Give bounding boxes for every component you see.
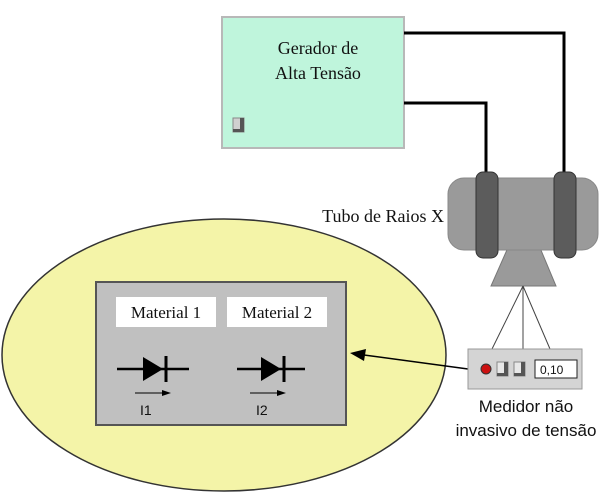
diode-icon <box>117 356 189 382</box>
tube-label: Tubo de Raios X <box>322 206 444 226</box>
meter-to-panel-arrow <box>350 349 469 370</box>
generator-box <box>221 16 405 149</box>
diode-icon <box>237 356 305 382</box>
material-1-label-box <box>116 297 216 327</box>
material-1-current-label: I1 <box>140 402 152 418</box>
generator-label-line1: Gerador de <box>278 38 358 58</box>
meter-button-2[interactable] <box>513 361 526 377</box>
meter-label-line2: invasivo de tensão <box>456 421 597 440</box>
current-arrow-icon <box>250 390 286 396</box>
material-1-label: Material 1 <box>131 303 201 322</box>
meter-led-icon <box>480 363 492 375</box>
material-detail: Material 1 I1 Material 2 <box>1 218 447 492</box>
wire-bottom <box>404 101 488 178</box>
material-2-label-box <box>227 297 327 327</box>
material-1: Material 1 I1 <box>116 297 216 418</box>
voltage-meter: 0,10 Medidor não invasivo de tensão <box>456 348 597 440</box>
material-2: Material 2 I2 <box>227 297 327 418</box>
wire-top <box>404 31 566 178</box>
material-2-label: Material 2 <box>242 303 312 322</box>
meter-readout-box <box>534 359 578 379</box>
generator-label-line2: Alta Tensão <box>275 63 361 83</box>
high-voltage-generator: Gerador de Alta Tensão <box>221 16 405 149</box>
meter-readout: 0,10 <box>540 363 564 377</box>
xray-tube: Tubo de Raios X <box>322 171 599 287</box>
generator-run-button[interactable] <box>232 117 245 133</box>
tube-band-left <box>475 171 499 259</box>
meter-label-line1: Medidor não <box>479 397 574 416</box>
tube-band-right <box>553 171 577 259</box>
current-arrow-icon <box>135 390 171 396</box>
material-2-current-label: I2 <box>256 402 268 418</box>
probe-lines <box>491 285 551 350</box>
wires <box>404 31 566 178</box>
meter-button-1[interactable] <box>496 361 509 377</box>
